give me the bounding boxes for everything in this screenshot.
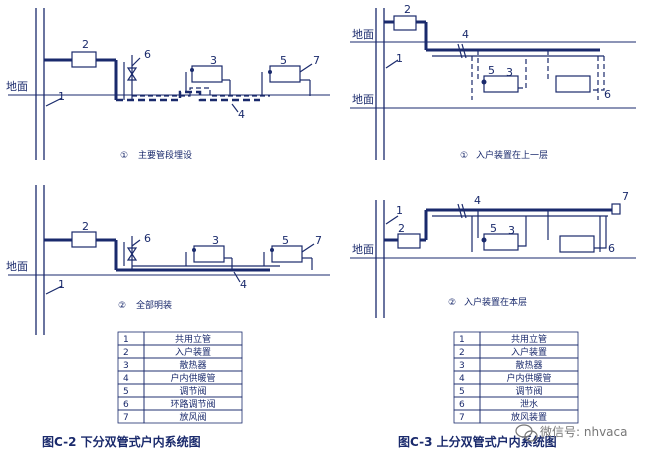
legend-number: 3	[123, 361, 129, 371]
svg-text:6: 6	[144, 232, 151, 245]
legend-label: 放风阀	[179, 411, 206, 423]
watermark-text: 微信号: nhvaca	[540, 425, 627, 439]
legend-label: 共用立管	[175, 333, 211, 345]
diagram-c3-same-floor: 地面 4 7 1 2 5 3 6 ② 入户装置在本层	[350, 190, 636, 318]
diagram-c2-exposed: 地面 1 2 6 3 4 5 7 ② 全部明装	[6, 185, 330, 335]
svg-text:4: 4	[240, 278, 247, 291]
legend-row: 2 入户装置	[117, 344, 243, 359]
legend-label: 调节阀	[179, 386, 206, 397]
legend-row: 6 环路调节阀	[117, 396, 243, 411]
legend-label: 环路调节阀	[170, 398, 215, 410]
label-4: 4	[238, 108, 245, 121]
legend-row: 3 散热器	[453, 357, 579, 372]
svg-text:7: 7	[315, 234, 322, 247]
legend-number: 2	[459, 348, 465, 358]
svg-text:2: 2	[404, 3, 411, 16]
legend-label: 泄水	[520, 398, 538, 410]
label-5: 5	[280, 54, 287, 67]
legend-row: 3 散热器	[117, 357, 243, 372]
figure-title-right: 图C-3 上分双管式户内系统图	[398, 434, 557, 449]
legend-number: 7	[123, 413, 129, 423]
legend-row: 1 共用立管	[117, 331, 243, 346]
legend-row: 5 调节阀	[117, 383, 243, 398]
svg-text:全部明装: 全部明装	[136, 299, 172, 311]
legend-row: 7 放风阀	[117, 409, 243, 424]
legend-label: 入户装置	[511, 346, 547, 358]
label-2: 2	[82, 38, 89, 51]
svg-text:①: ①	[460, 151, 468, 161]
svg-text:地面: 地面	[6, 260, 28, 273]
legend-label: 散热器	[179, 359, 206, 371]
entry-device	[71, 51, 97, 68]
legend-row: 7 放风装置	[453, 409, 579, 424]
svg-text:3: 3	[506, 66, 513, 79]
svg-text:地面: 地面	[352, 243, 374, 256]
label-1: 1	[58, 90, 65, 103]
label-6: 6	[144, 48, 151, 61]
legend-row: 6 泄水	[453, 396, 579, 411]
legend-number: 6	[123, 400, 129, 410]
caption: 主要管段埋设	[138, 149, 192, 161]
svg-text:6: 6	[604, 88, 611, 101]
legend-label: 调节阀	[515, 386, 542, 397]
legend-number: 2	[123, 348, 129, 358]
legend-row: 4 户内供暖管	[117, 370, 243, 385]
legend-label: 共用立管	[511, 333, 547, 345]
svg-text:1: 1	[58, 278, 65, 291]
legend-number: 5	[123, 387, 129, 397]
caption-circle: ①	[120, 151, 128, 161]
svg-text:5: 5	[488, 64, 495, 77]
svg-text:入户装置在上一层: 入户装置在上一层	[476, 149, 548, 161]
svg-text:7: 7	[622, 190, 629, 203]
figure-title-left: 图C-2 下分双管式户内系统图	[42, 434, 201, 449]
legend-row: 2 入户装置	[453, 344, 579, 359]
legend-row: 1 共用立管	[453, 331, 579, 346]
legend-number: 5	[459, 387, 465, 397]
svg-text:4: 4	[474, 194, 481, 207]
legend-number: 4	[123, 374, 129, 384]
svg-text:入户装置在本层: 入户装置在本层	[464, 296, 527, 308]
svg-text:3: 3	[212, 234, 219, 247]
legend-number: 1	[123, 335, 129, 345]
svg-text:②: ②	[448, 298, 456, 308]
svg-text:5: 5	[282, 234, 289, 247]
svg-text:2: 2	[82, 220, 89, 233]
svg-text:地面: 地面	[352, 28, 374, 41]
legend-row: 4 户内供暖管	[453, 370, 579, 385]
legend-label: 散热器	[515, 359, 542, 371]
ground-label: 地面	[6, 80, 28, 93]
svg-text:1: 1	[396, 52, 403, 65]
legend-number: 1	[459, 335, 465, 345]
svg-text:②: ②	[118, 301, 126, 311]
legend-table-left: 1 共用立管 2 入户装置 3 散热器 4 户内供暖管 5 调节阀 6 环路调节阀 7 放风阀	[117, 331, 243, 424]
svg-text:1: 1	[396, 204, 403, 217]
radiator	[191, 65, 223, 83]
svg-text:地面: 地面	[352, 93, 374, 106]
legend-number: 6	[459, 400, 465, 410]
svg-text:4: 4	[462, 28, 469, 41]
legend-row: 5 调节阀	[453, 383, 579, 398]
legend-label: 放风装置	[511, 411, 547, 423]
legend-table-right: 1 共用立管 2 入户装置 3 散热器 4 户内供暖管 5 调节阀 6 泄水 7 放风装置	[453, 331, 579, 424]
legend-number: 3	[459, 361, 465, 371]
legend-label: 户内供暖管	[506, 372, 551, 384]
diagram-c3-upper-floor: 地面 地面 2 4 1 5 3 6 ① 入户装置在上一层	[350, 3, 636, 161]
wechat-icon	[515, 424, 538, 442]
svg-text:6: 6	[608, 242, 615, 255]
legend-label: 入户装置	[175, 346, 211, 358]
diagram-c2-buried: 地面 1 2 6 3 4 5 7	[6, 8, 330, 161]
svg-text:2: 2	[398, 222, 405, 235]
label-7: 7	[313, 54, 320, 67]
svg-text:3: 3	[508, 224, 515, 237]
svg-text:5: 5	[490, 222, 497, 235]
label-3: 3	[210, 54, 217, 67]
legend-number: 7	[459, 413, 465, 423]
legend-number: 4	[459, 374, 465, 384]
legend-label: 户内供暖管	[170, 372, 215, 384]
